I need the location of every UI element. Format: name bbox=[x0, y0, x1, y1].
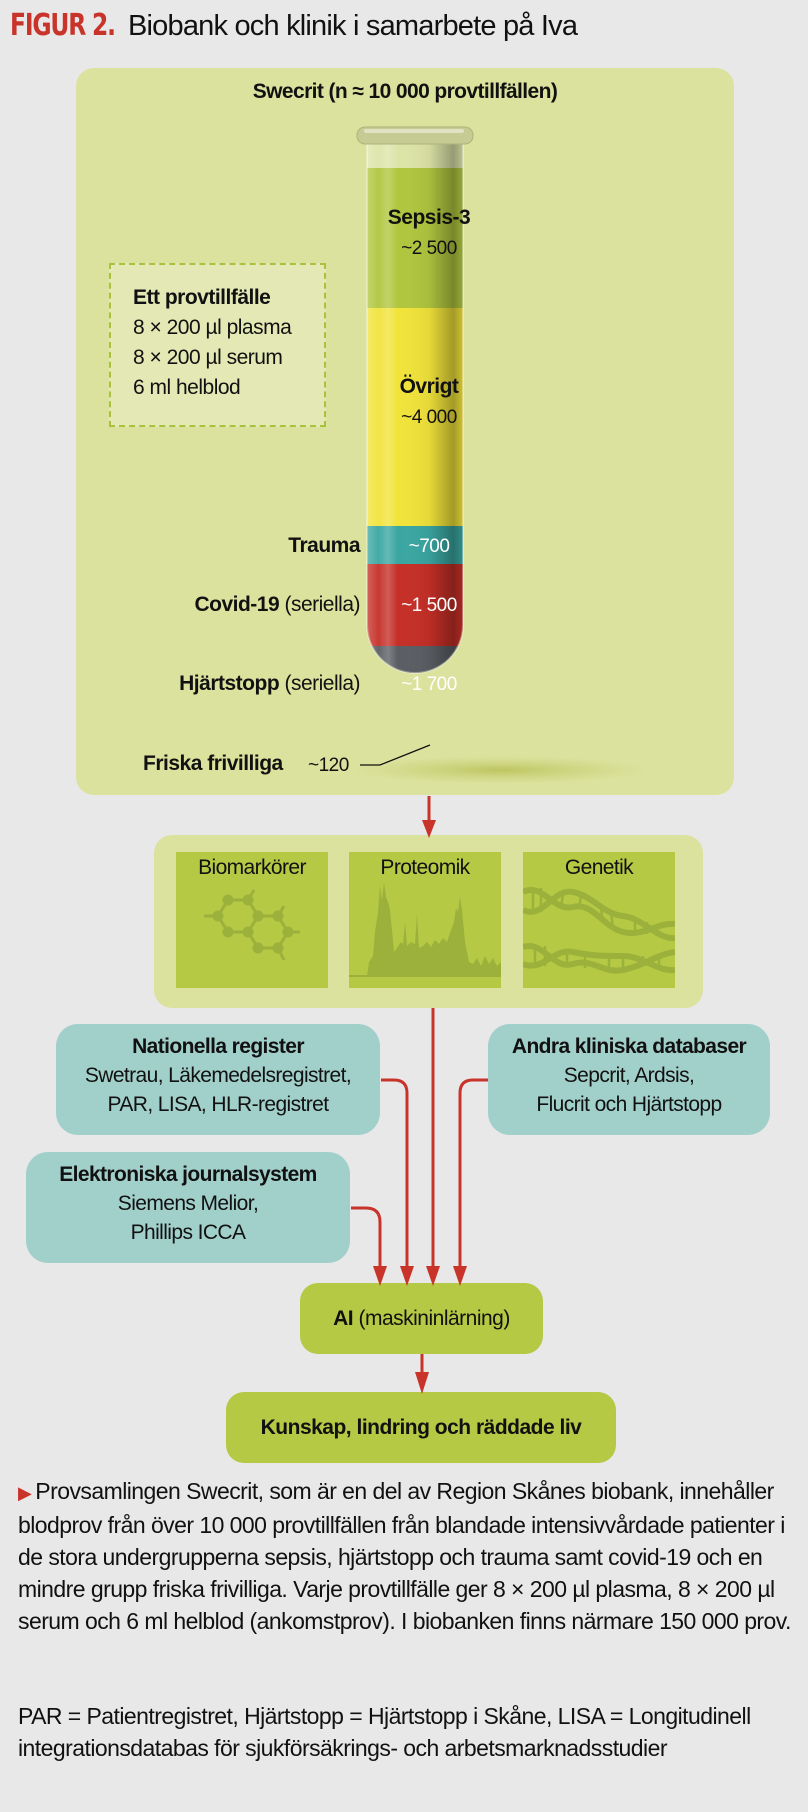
test-tube-graphic bbox=[350, 126, 650, 784]
arrowhead bbox=[426, 1266, 440, 1286]
arrow-andra-to-ai bbox=[458, 1078, 488, 1268]
source-line: Swetrau, Läkemedelsregistret, bbox=[84, 1064, 352, 1087]
caption-paragraph: Provsamlingen Swecrit, som är en del av … bbox=[18, 1478, 791, 1634]
tile-label: Genetik bbox=[564, 856, 634, 879]
sample-info-line: 8 × 200 µl plasma bbox=[133, 316, 292, 339]
figure-title: FIGUR 2. Biobank och klinik i samarbete … bbox=[10, 8, 578, 48]
source-line: PAR, LISA, HLR-registret bbox=[107, 1093, 330, 1116]
figure-heading: Biobank och klinik i samarbete på Iva bbox=[128, 10, 578, 42]
source-heading: Elektroniska journalsystem bbox=[59, 1163, 317, 1186]
group-count-trauma: ~700 bbox=[408, 536, 450, 557]
source-line: Sepcrit, Ardsis, bbox=[563, 1064, 695, 1087]
sample-info-heading: Ett provtillfälle bbox=[133, 286, 271, 309]
group-count-hjartstopp: ~1 700 bbox=[401, 674, 457, 695]
ai-box-bold: AI bbox=[333, 1307, 354, 1330]
group-count-covid: ~1 500 bbox=[401, 595, 457, 616]
arrow-elektroniska-to-ai bbox=[351, 1206, 382, 1268]
swecrit-title: Swecrit (n ≈ 10 000 provtillfällen) bbox=[252, 80, 558, 103]
tile-label: Biomarkörer bbox=[198, 856, 306, 879]
tile-proteomik: Proteomik bbox=[349, 852, 501, 988]
source-line: Flucrit och Hjärtstopp bbox=[536, 1093, 722, 1116]
sample-info-line: 6 ml helblod bbox=[133, 376, 241, 399]
group-label-sepsis: Sepsis-3 bbox=[387, 206, 471, 229]
sample-info-box: Ett provtillfälle 8 × 200 µl plasma 8 × … bbox=[109, 263, 326, 427]
tile-biomarkorer: Biomarkörer bbox=[176, 852, 328, 988]
arrowhead bbox=[373, 1266, 387, 1286]
group-label-hjartstopp: Hjärtstopp (seriella) bbox=[179, 672, 360, 695]
source-line: Siemens Melior, bbox=[117, 1192, 259, 1215]
tube-rim bbox=[356, 126, 474, 145]
group-label-trauma: Trauma bbox=[288, 534, 360, 557]
flow-arrows bbox=[351, 796, 488, 1394]
source-elektroniska-journalsystem: Elektroniska journalsystem Siemens Melio… bbox=[26, 1152, 350, 1263]
friska-leader-line bbox=[360, 744, 431, 766]
arrowhead bbox=[400, 1266, 414, 1286]
tile-label: Proteomik bbox=[380, 856, 470, 879]
group-label-ovrigt: Övrigt bbox=[399, 375, 459, 398]
mass-spectrum-icon bbox=[349, 882, 501, 977]
arrowhead bbox=[422, 820, 436, 838]
source-heading: Nationella register bbox=[132, 1035, 304, 1058]
figure-caption: ▶Provsamlingen Swecrit, som är en del av… bbox=[18, 1475, 798, 1637]
dna-icon bbox=[523, 887, 675, 974]
source-line: Phillips ICCA bbox=[130, 1221, 246, 1244]
arrowhead bbox=[453, 1266, 467, 1286]
ai-box-rest: (maskininlärning) bbox=[353, 1307, 510, 1330]
source-nationella-register: Nationella register Swetrau, Läkemedelsr… bbox=[56, 1024, 380, 1135]
group-label-friska: Friska frivilliga bbox=[143, 752, 283, 775]
molecule-icon bbox=[204, 889, 300, 961]
figure-label: FIGUR 2. bbox=[10, 8, 116, 43]
group-count-friska: ~120 bbox=[308, 755, 349, 776]
tube-shadow bbox=[350, 756, 650, 784]
source-andra-databaser: Andra kliniska databaser Sepcrit, Ardsis… bbox=[488, 1024, 770, 1135]
sample-info-line: 8 × 200 µl serum bbox=[133, 346, 283, 369]
arrow-nationella-to-ai bbox=[381, 1078, 409, 1268]
group-label-covid: Covid-19 (seriella) bbox=[194, 593, 360, 616]
bullet-triangle-icon: ▶ bbox=[18, 1483, 32, 1503]
outcome-box: Kunskap, lindring och räddade liv bbox=[226, 1392, 616, 1463]
group-count-ovrigt: ~4 000 bbox=[401, 407, 457, 428]
source-heading: Andra kliniska databaser bbox=[511, 1035, 747, 1058]
arrowhead bbox=[415, 1372, 429, 1394]
group-count-sepsis: ~2 500 bbox=[401, 238, 457, 259]
abbreviation-note: PAR = Patientregistret, Hjärtstopp = Hjä… bbox=[18, 1703, 751, 1761]
tile-genetik: Genetik bbox=[523, 852, 675, 988]
ai-box: AI (maskininlärning) bbox=[300, 1283, 543, 1354]
